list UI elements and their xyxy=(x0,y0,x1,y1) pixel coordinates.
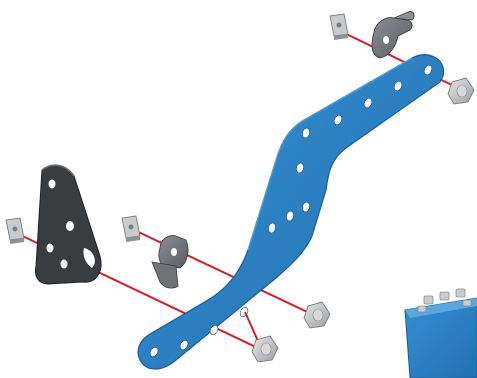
screw-top xyxy=(448,78,474,104)
base-block xyxy=(405,289,477,378)
nut-top xyxy=(330,14,348,40)
screw-mid xyxy=(304,302,330,328)
nut-left xyxy=(6,218,24,244)
left-plate xyxy=(36,165,102,284)
plate-hole xyxy=(66,221,74,231)
plate-hole xyxy=(49,180,56,189)
plate-hole xyxy=(47,244,54,253)
small-bracket-top xyxy=(372,12,414,58)
nut-mid xyxy=(122,216,140,242)
screw-bottom xyxy=(252,336,278,362)
small-bracket-mid xyxy=(152,236,188,288)
main-bracket xyxy=(138,55,444,369)
plate-hole xyxy=(61,260,68,269)
